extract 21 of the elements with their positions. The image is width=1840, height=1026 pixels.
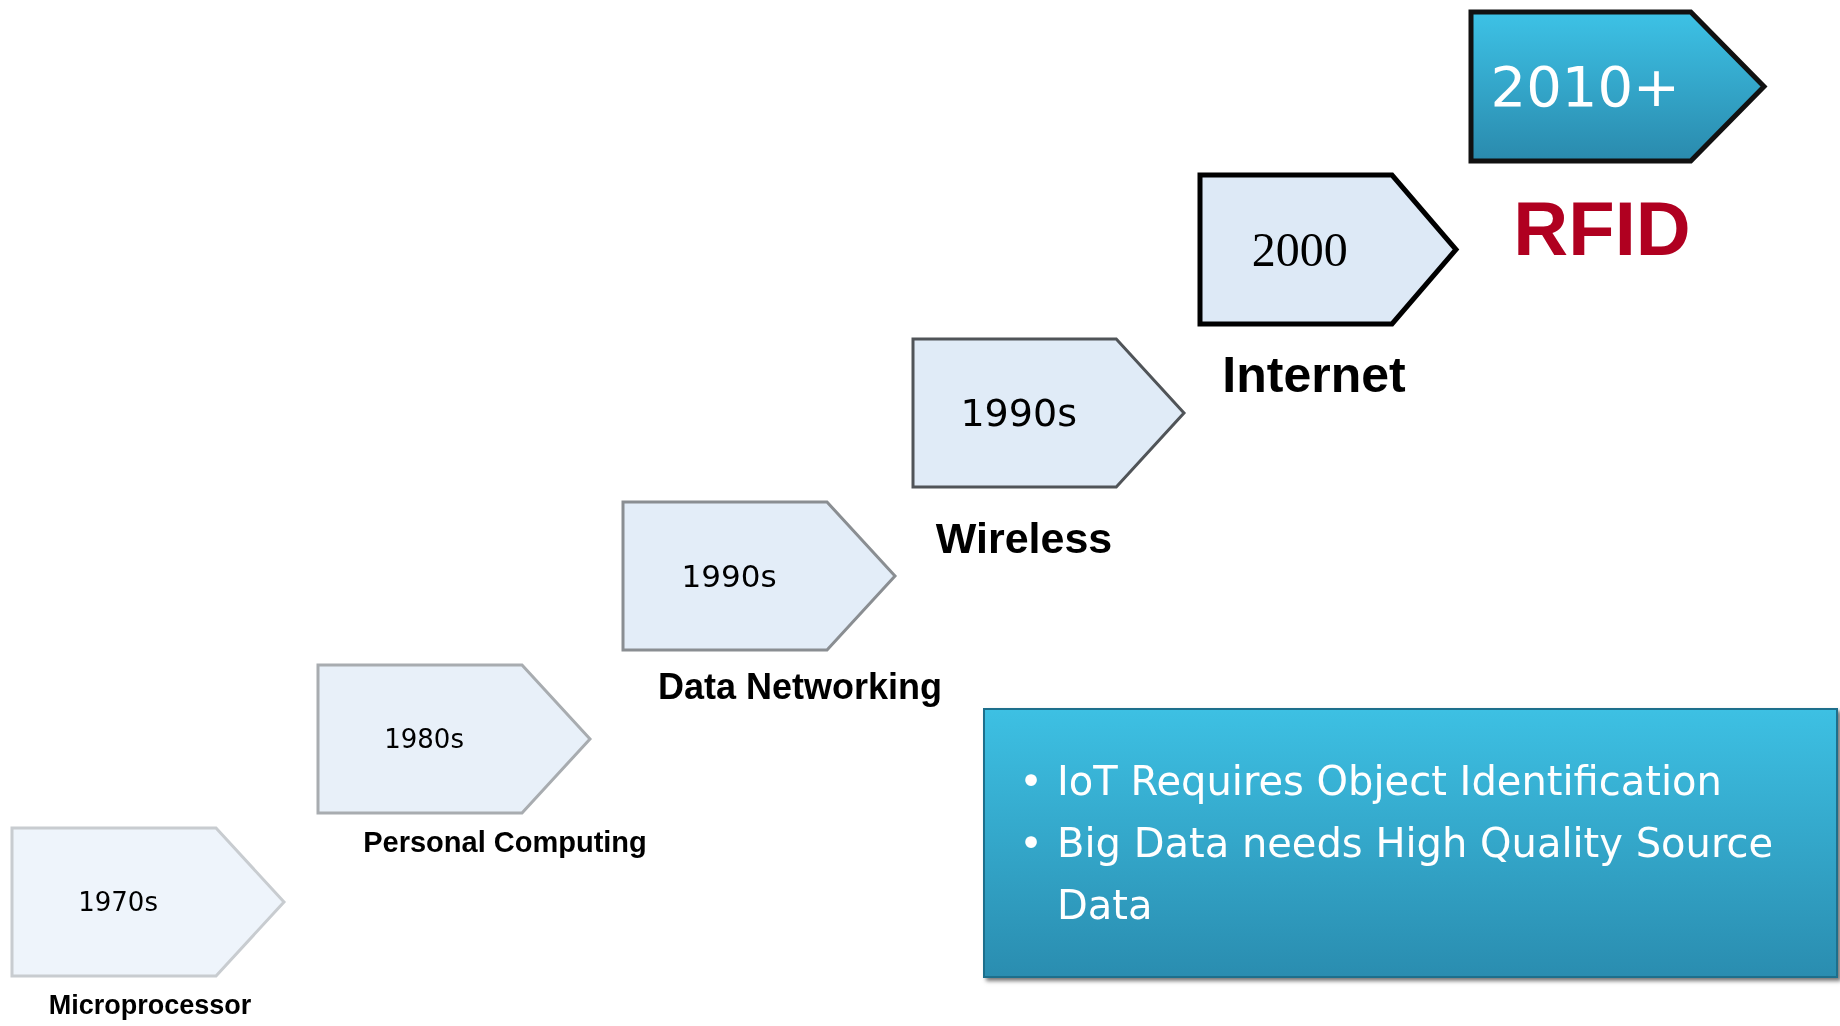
pentagon-step (12, 828, 284, 976)
year-label: 2000 (1251, 222, 1348, 277)
era-caption: Internet (1222, 346, 1406, 404)
year-label: 1970s (78, 887, 158, 917)
era-caption: RFID (1513, 185, 1691, 272)
year-label: 2010+ (1490, 54, 1680, 119)
era-caption: Personal Computing (363, 826, 647, 859)
info-panel (983, 708, 1838, 978)
pentagon-step (913, 339, 1184, 487)
bullet-text: IoT Requires Object Identification (1057, 757, 1722, 806)
bullet-text: Big Data needs High Quality Source Data (1057, 819, 1775, 930)
bullet-mark: • (1018, 819, 1044, 868)
year-label: 1980s (384, 724, 464, 754)
era-caption: Microprocessor (48, 990, 252, 1021)
year-label: 1990s (960, 391, 1077, 435)
bullet-mark: • (1018, 757, 1044, 806)
year-label: 1990s (681, 558, 777, 594)
era-caption: Data Networking (658, 666, 942, 708)
era-caption: Wireless (935, 514, 1113, 563)
pentagon-step (623, 502, 895, 650)
pentagon-step (318, 665, 590, 813)
